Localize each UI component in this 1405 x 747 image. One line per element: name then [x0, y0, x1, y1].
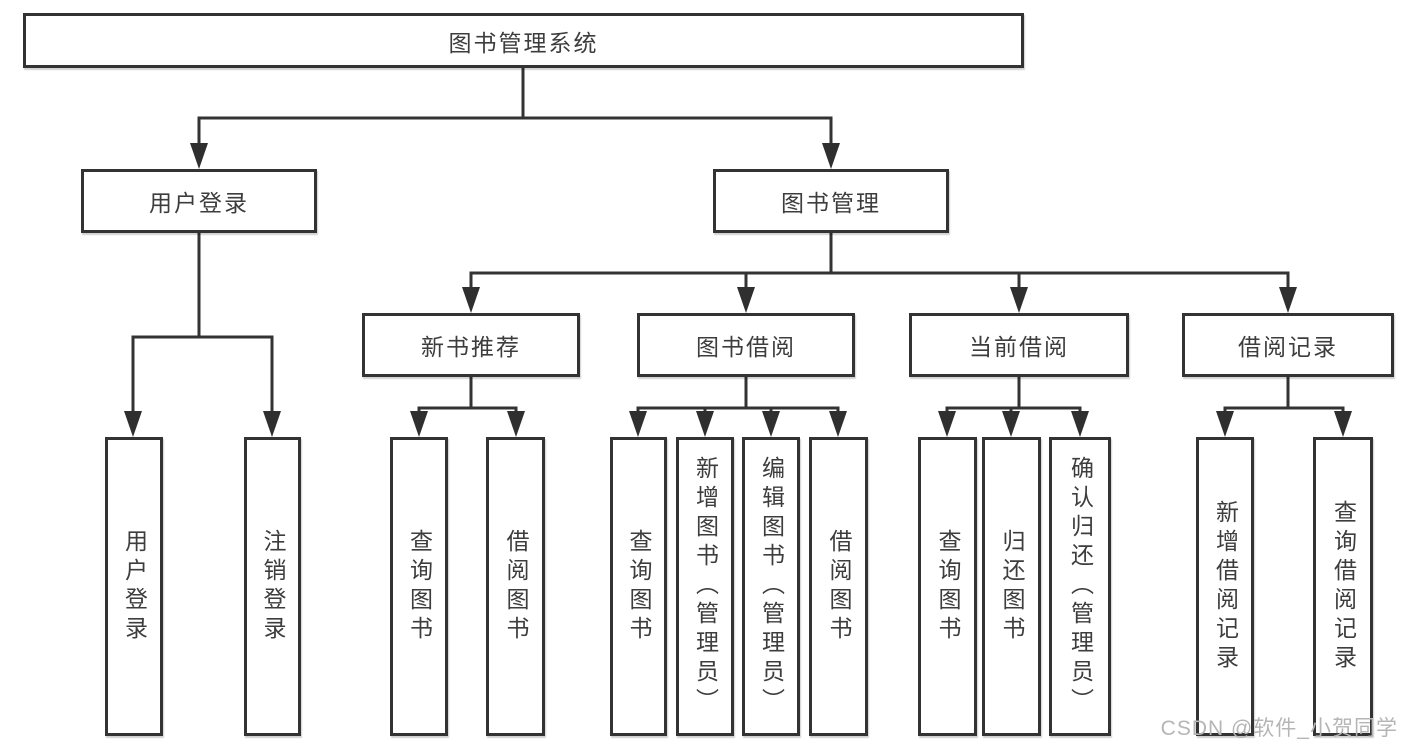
node-records-query-record: 查询借阅记录	[1313, 437, 1373, 736]
node-new-book-recommend: 新书推荐	[362, 313, 580, 377]
node-current-return-books: 归还图书	[982, 437, 1041, 736]
leaf-label: 新增借阅记录	[1212, 499, 1239, 674]
leaf-label: 查询图书	[935, 528, 961, 645]
arrowhead-icons	[124, 143, 1352, 437]
node-current-query-books: 查询图书	[918, 437, 977, 736]
leaf-label: 新增图书（管理员）	[692, 456, 719, 717]
node-leaf-user-login: 用户登录	[105, 437, 163, 736]
leaf-label: 查询图书	[626, 528, 652, 645]
node-records-add-record: 新增借阅记录	[1196, 437, 1254, 736]
node-borrow-query-books: 查询图书	[610, 437, 667, 736]
leaf-label: 编辑图书（管理员）	[758, 456, 785, 717]
node-borrow-edit-books-admin: 编辑图书（管理员）	[742, 437, 800, 736]
node-recommend-query-books: 查询图书	[390, 437, 448, 736]
leaf-label: 用户登录	[121, 528, 148, 645]
leaf-label: 归还图书	[999, 528, 1025, 645]
node-current-confirm-return-admin: 确认归还（管理员）	[1049, 437, 1111, 736]
node-book-manage: 图书管理	[713, 169, 949, 233]
leaf-label: 借阅图书	[503, 528, 529, 645]
node-leaf-logout: 注销登录	[244, 437, 301, 736]
node-book-borrow: 图书借阅	[637, 313, 855, 377]
leaf-label: 查询图书	[406, 528, 433, 645]
node-borrow-borrow-books: 借阅图书	[809, 437, 868, 736]
leaf-label: 借阅图书	[826, 528, 852, 645]
node-recommend-borrow-books: 借阅图书	[486, 437, 545, 736]
node-root-system: 图书管理系统	[23, 13, 1024, 68]
leaf-label: 注销登录	[260, 528, 286, 645]
node-user-login: 用户登录	[81, 169, 317, 233]
node-borrow-add-books-admin: 新增图书（管理员）	[676, 437, 734, 736]
leaf-label: 确认归还（管理员）	[1067, 456, 1094, 717]
leaf-label: 查询借阅记录	[1330, 499, 1357, 674]
node-current-borrow: 当前借阅	[909, 313, 1129, 377]
node-borrow-records: 借阅记录	[1182, 313, 1394, 377]
csdn-watermark: CSDN @软件_小贺同学	[1160, 717, 1398, 740]
